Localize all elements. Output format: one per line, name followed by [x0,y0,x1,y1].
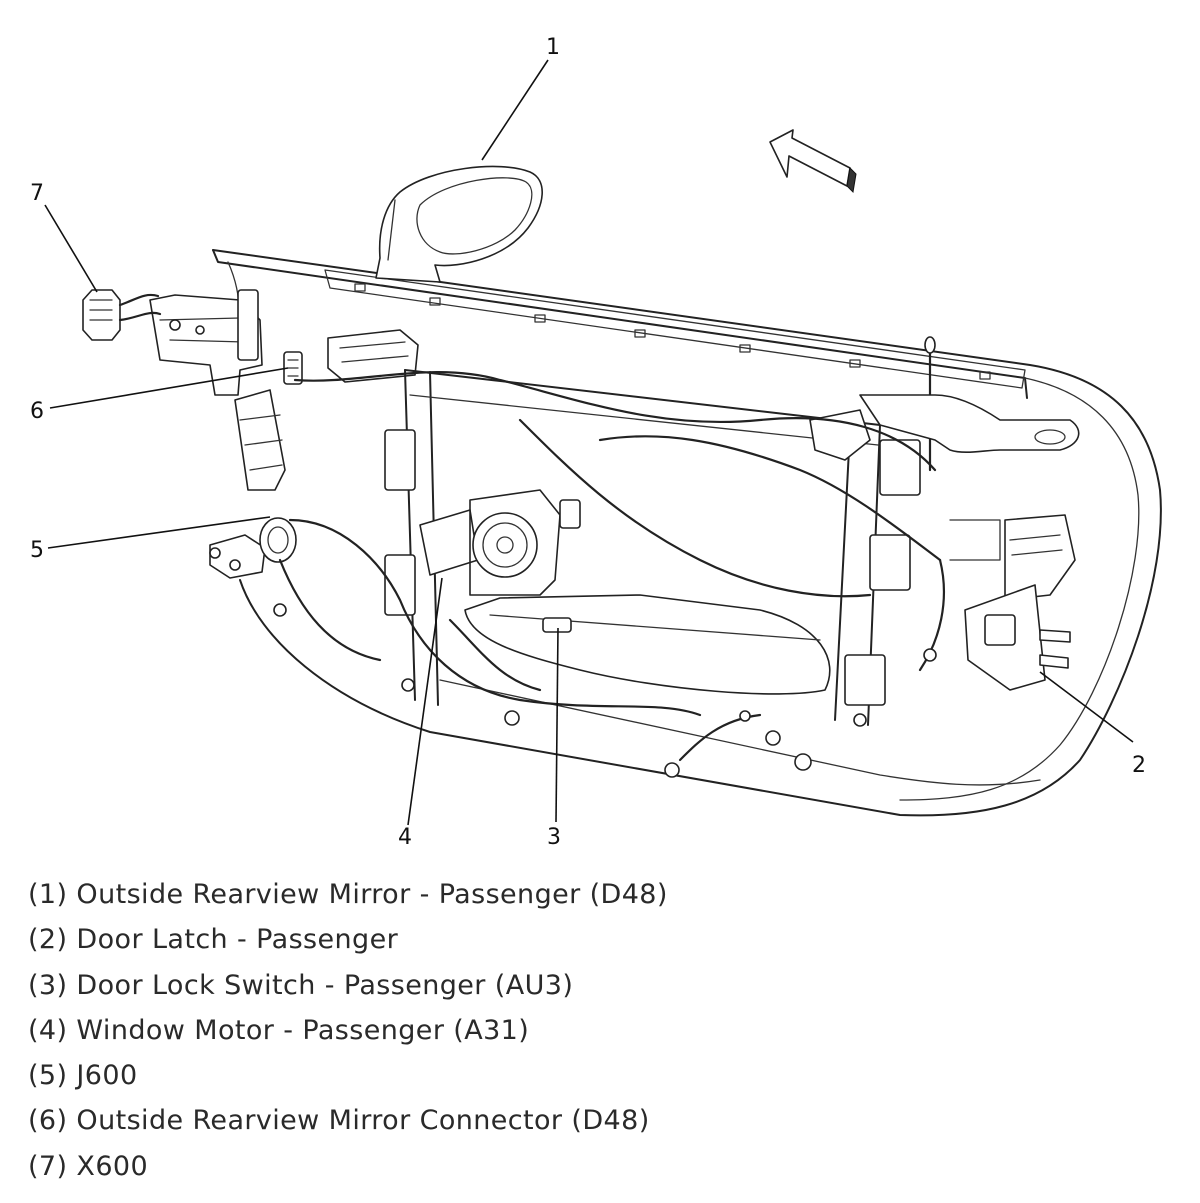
door-shell [212,249,1162,817]
callout-leaders [44,59,1134,826]
door-component-diagram: 1 2 3 4 5 6 7 [30,35,1162,850]
legend-item-1: (1) Outside Rearview Mirror - Passenger … [28,879,668,910]
callout-3: 3 [547,825,561,850]
window-motor [419,489,581,596]
mirror-bracket [149,289,263,396]
window-regulator [384,369,921,726]
callout-2: 2 [1132,753,1146,778]
forward-direction-arrow [769,129,857,194]
door-trim-clips [354,283,991,380]
legend-item-7: (7) X600 [28,1150,149,1182]
component-legend: (1) Outside Rearview Mirror - Passenger … [28,872,1178,1189]
fasteners [273,603,937,778]
legend-item-2: (2) Door Latch - Passenger [28,924,399,956]
callout-labels: 1 2 3 4 5 6 7 [30,35,1146,850]
mirror-connector [283,351,303,385]
x600-connector [82,289,162,341]
callout-7: 7 [30,181,44,206]
hinge-assembly [209,389,286,579]
door-latch [949,514,1076,691]
j600-grommet [259,517,297,563]
outside-rearview-mirror [375,165,543,283]
door-lock-switch [542,617,572,633]
callout-6: 6 [30,399,44,424]
armrest [464,594,831,695]
inside-handle-housing [327,329,419,383]
rear-bracket [859,394,1080,453]
callout-5: 5 [30,538,44,563]
legend-item-5: (5) J600 [28,1060,138,1092]
legend-item-3: (3) Door Lock Switch - Passenger (AU3) [28,969,574,1001]
callout-4: 4 [398,825,412,850]
callout-1: 1 [546,35,560,60]
legend-item-4: (4) Window Motor - Passenger (A31) [28,1014,530,1046]
legend-item-6: (6) Outside Rearview Mirror Connector (D… [28,1105,650,1137]
